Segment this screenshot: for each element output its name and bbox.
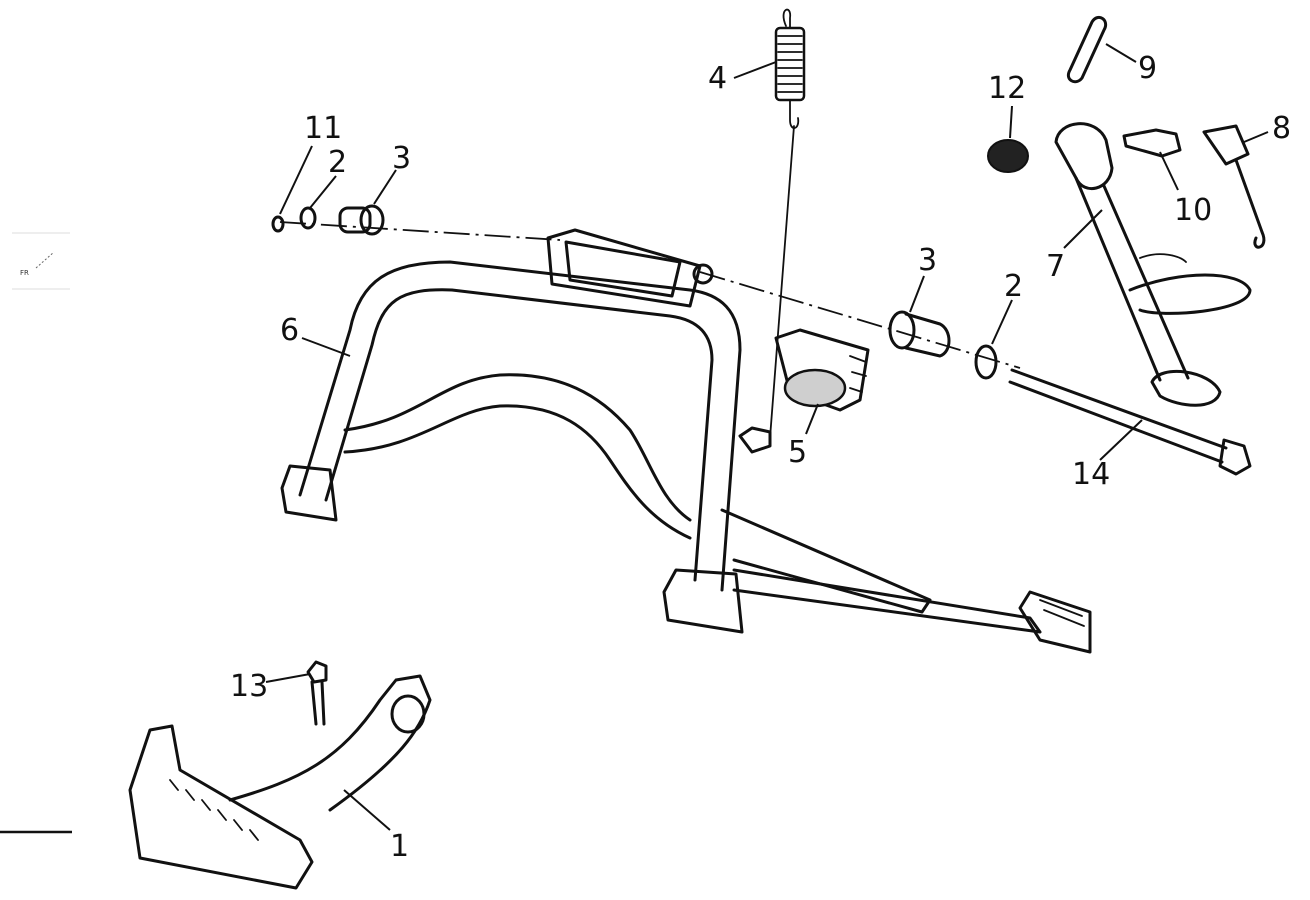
axis-line-left — [279, 221, 561, 241]
part-spring-4 — [769, 8, 806, 439]
leader-lines — [265, 43, 1269, 831]
callout-3-left: 3 — [392, 141, 411, 176]
orientation-indicator: FR — [12, 232, 70, 290]
callout-2-left: 2 — [328, 145, 347, 180]
direction-arrow-icon — [35, 251, 55, 269]
part-small-set — [987, 16, 1266, 249]
callout-6: 6 — [280, 313, 299, 348]
callout-8: 8 — [1272, 111, 1291, 146]
callout-2-right: 2 — [1004, 269, 1023, 304]
callout-11: 11 — [304, 111, 342, 146]
part-center-stand-6 — [280, 228, 1092, 654]
part-pivot-bolt-14 — [1008, 368, 1252, 476]
callout-10: 10 — [1174, 193, 1212, 228]
callout-13: 13 — [230, 669, 268, 704]
callout-9: 9 — [1138, 51, 1157, 86]
part-kick-lever-1 — [128, 674, 432, 890]
part-bolt-13 — [306, 660, 328, 726]
callout-12: 12 — [988, 71, 1026, 106]
callout-3-right: 3 — [918, 243, 937, 278]
part-rubber-pad-5 — [774, 328, 870, 412]
part-left-bush-set — [271, 204, 385, 236]
orientation-label: FR — [20, 269, 29, 277]
part-right-bush-set — [888, 310, 998, 380]
axis-line-right — [699, 271, 1021, 369]
part-side-stand-7 — [1054, 122, 1252, 407]
callout-14: 14 — [1072, 457, 1110, 492]
callout-5: 5 — [788, 435, 807, 470]
callout-7: 7 — [1046, 249, 1065, 284]
callout-1: 1 — [390, 829, 409, 864]
callout-4: 4 — [708, 61, 727, 96]
